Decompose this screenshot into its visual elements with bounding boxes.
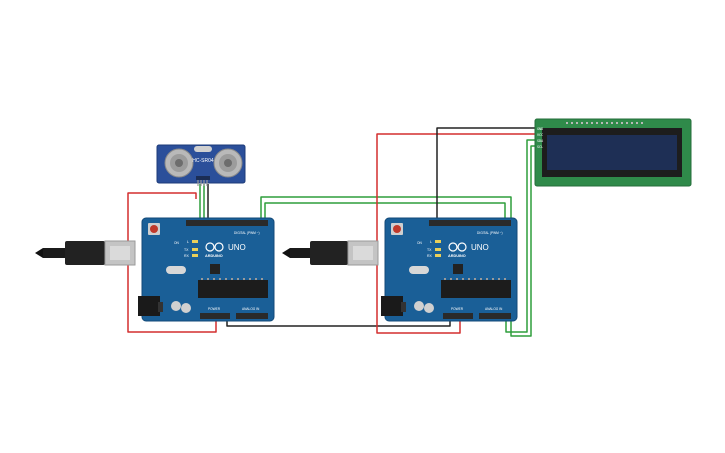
svg-text:TX: TX [184,248,189,252]
sensor-model-label: HC-SR04 [192,158,214,164]
svg-text:GND: GND [537,127,543,131]
arduino-logo: ARDUINO UNO [448,242,489,258]
atmega-chip [198,280,268,298]
wire-green-serial-1[interactable] [260,196,512,222]
crystal [166,266,186,274]
wire-red-lcd-vcc[interactable] [376,133,537,334]
power-header [200,313,230,319]
svg-text:ON: ON [417,241,422,245]
analog-header [236,313,268,319]
usb-cable-right[interactable] [282,240,379,266]
capacitor [171,301,181,311]
arduino-uno-right[interactable]: L TX RX ARDUINO UNO DIGITAL (PWM ~) POWE… [381,217,518,322]
svg-text:ANALOG IN: ANALOG IN [242,307,260,311]
svg-text:ON: ON [174,241,179,245]
crystal [409,266,429,274]
ultrasonic-sensor[interactable]: HC-SR04 [156,144,246,186]
svg-text:L: L [430,240,432,244]
analog-header [479,313,511,319]
status-leds: L TX RX [184,240,198,258]
capacitor [414,301,424,311]
svg-text:VCC: VCC [537,133,543,137]
digital-label: DIGITAL (PWM ~) [477,231,503,235]
wire-green-serial-2[interactable] [264,202,506,222]
board-name: UNO [228,243,246,252]
svg-text:ARDUINO: ARDUINO [205,254,223,258]
lcd-screen [547,135,677,170]
lcd-i2c-pins: GND VCC SDA SCL [537,127,543,149]
power-jack[interactable] [138,296,160,316]
wire-green-lcd-scl[interactable] [510,145,537,337]
svg-text:ARDUINO: ARDUINO [448,254,466,258]
power-header [443,313,473,319]
svg-text:TX: TX [427,248,432,252]
digital-header [186,220,268,226]
svg-text:POWER: POWER [451,307,464,311]
usb-cable-left[interactable] [35,240,136,266]
board-name: UNO [471,243,489,252]
atmega-chip [441,280,511,298]
arduino-logo: ARDUINO UNO [205,242,246,258]
usb-chip [210,264,220,274]
svg-text:RX: RX [184,254,190,258]
digital-label: DIGITAL (PWM ~) [234,231,260,235]
usb-chip [453,264,463,274]
svg-text:POWER: POWER [208,307,221,311]
svg-text:RX: RX [427,254,433,258]
lcd-display[interactable]: GND VCC SDA SCL [534,118,692,187]
digital-header [429,220,511,226]
capacitor [424,303,434,313]
sensor-pins [196,176,210,186]
sensor-crystal [194,146,212,152]
power-jack[interactable] [381,296,403,316]
wire-green-lcd-sda[interactable] [505,139,537,333]
svg-text:SDA: SDA [537,139,543,143]
lcd-pin-row [566,122,643,124]
capacitor [181,303,191,313]
svg-text:ANALOG IN: ANALOG IN [485,307,503,311]
status-leds: L TX RX [427,240,441,258]
wire-black-lcd-gnd[interactable] [436,127,537,222]
svg-text:SCL: SCL [537,145,543,149]
svg-text:L: L [187,240,189,244]
arduino-uno-left[interactable]: L TX RX ARDUINO UNO DIGITAL (PWM ~) [138,217,275,322]
